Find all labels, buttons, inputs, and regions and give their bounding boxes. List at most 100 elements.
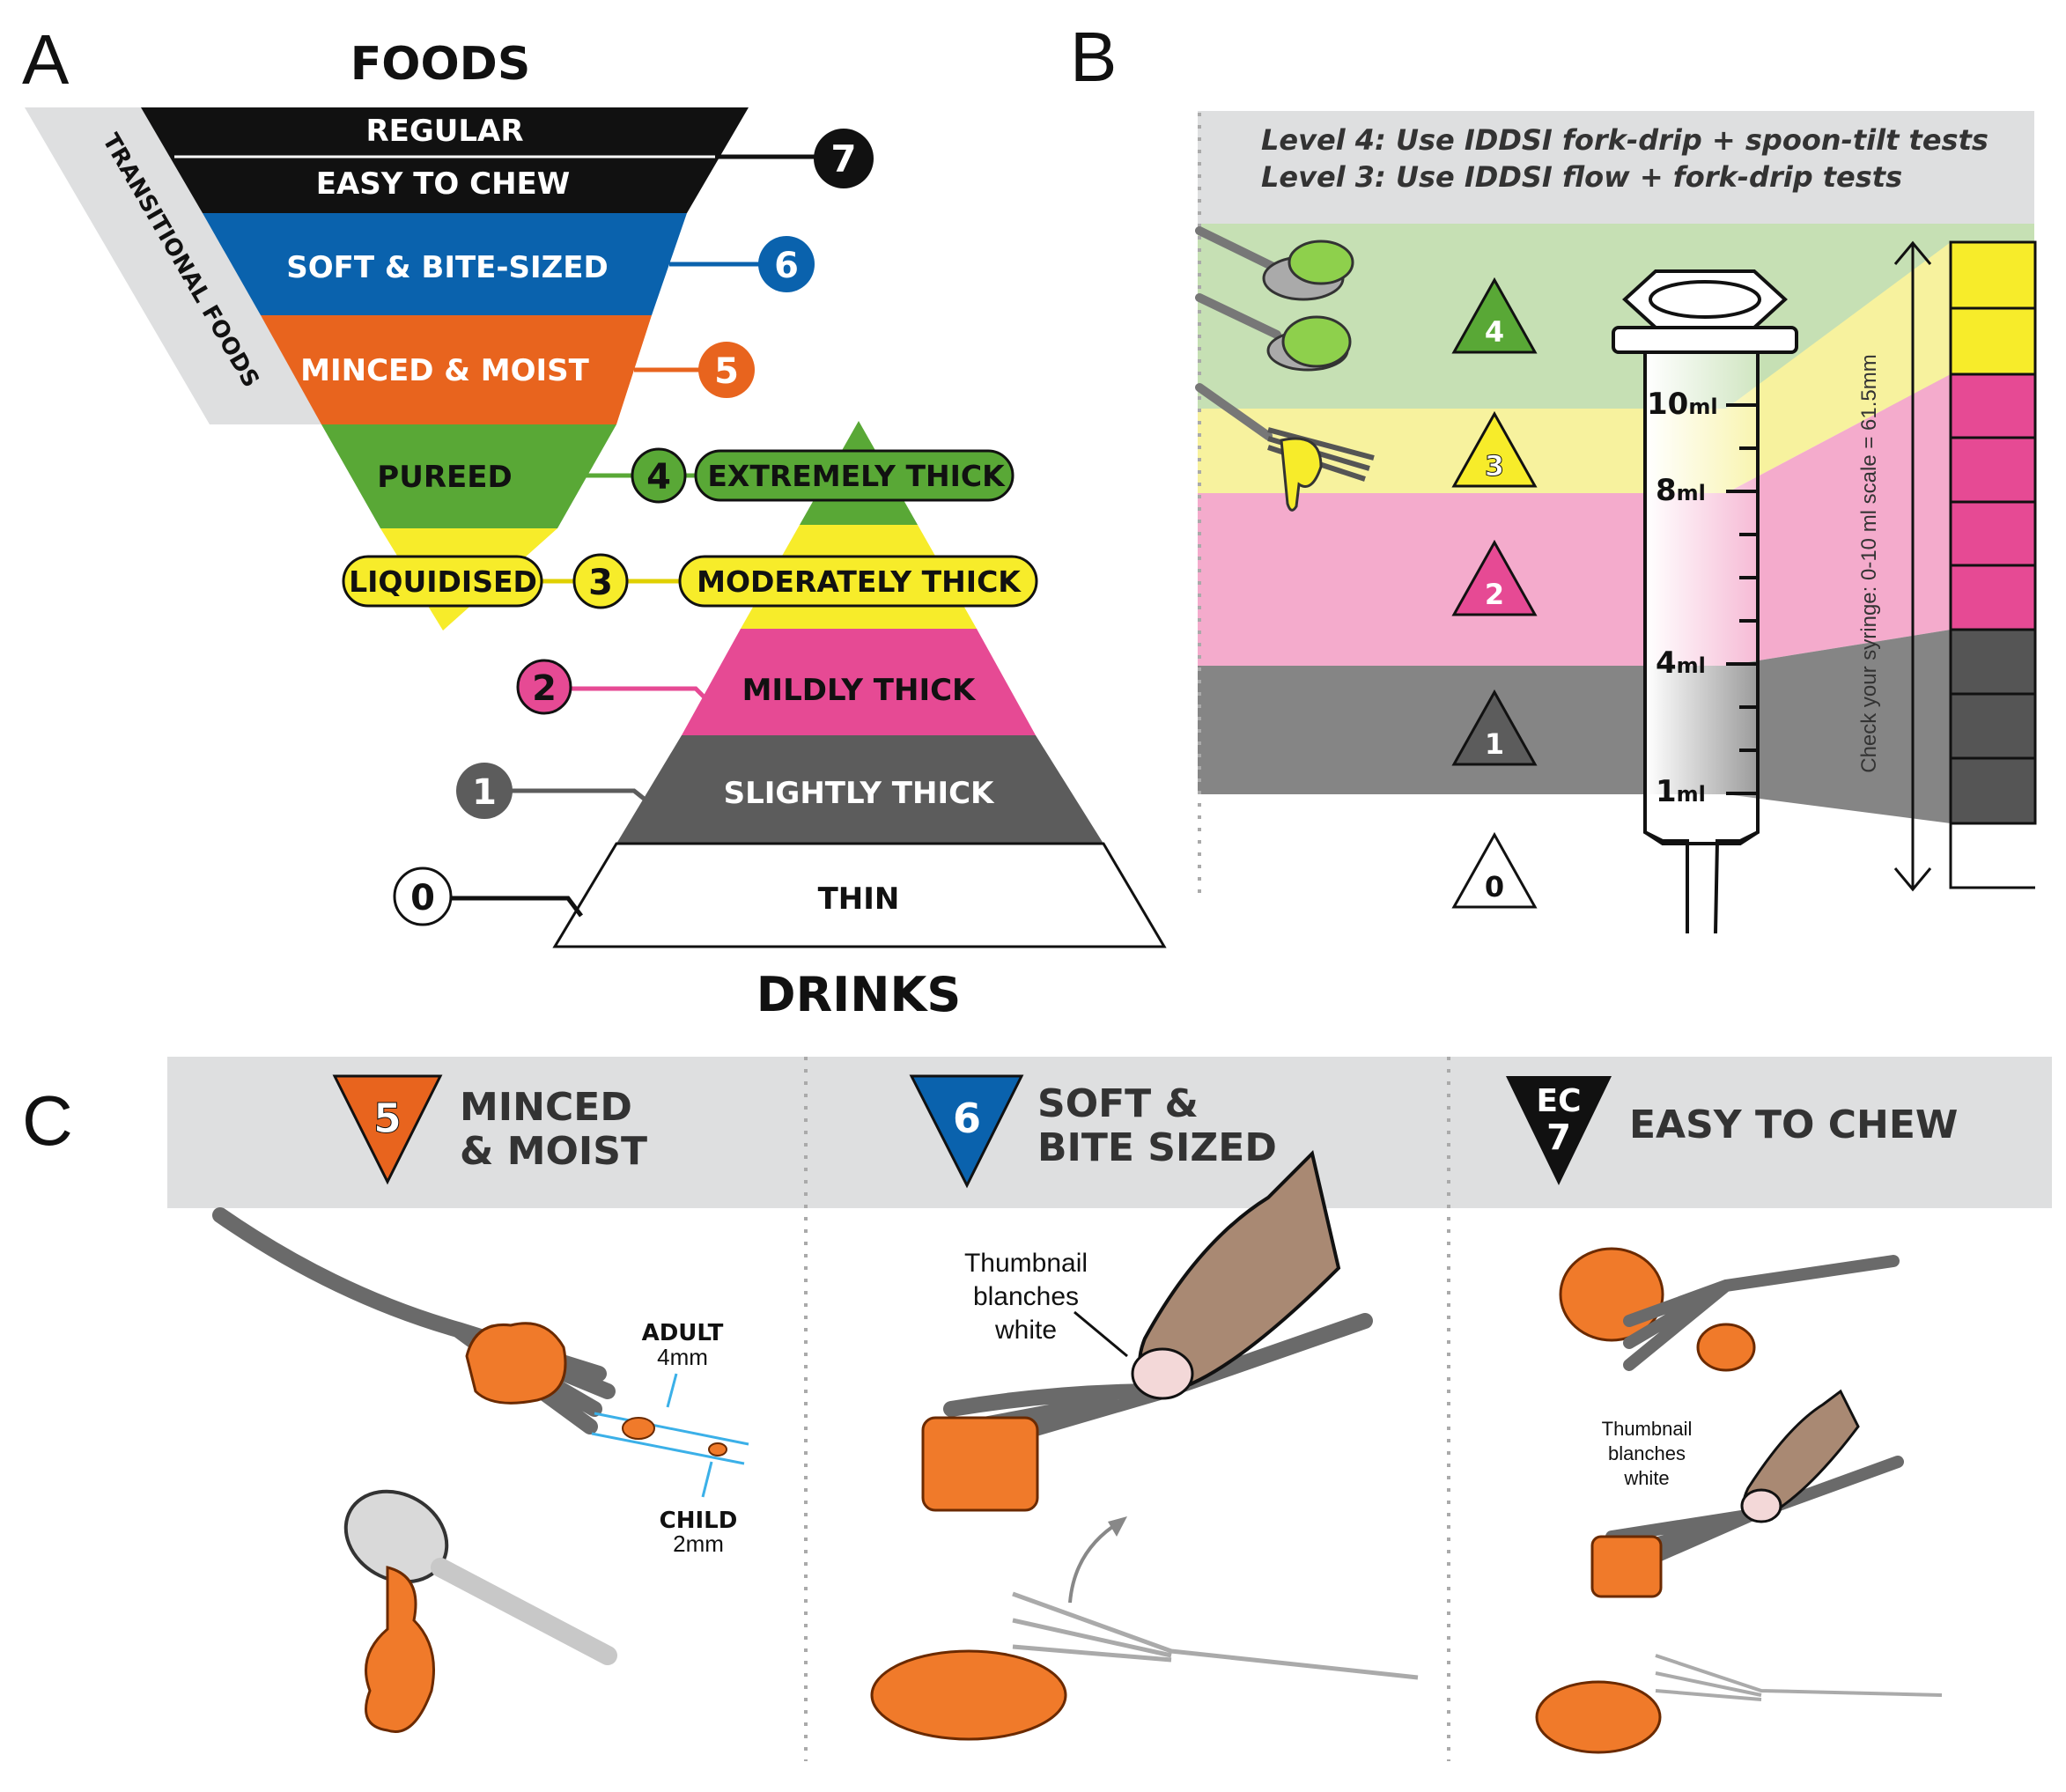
moderately-thick-pill: [678, 555, 1038, 608]
fan-yellow: [1726, 242, 1951, 493]
tri-b-3: [1451, 410, 1538, 488]
extremely-thick-pill: [694, 449, 1015, 502]
syringe: 10ml 8ml 4ml 1ml: [1612, 269, 1798, 934]
label-liquidised: LIQUIDISED: [349, 564, 537, 599]
syringe-cap-ring: [1649, 280, 1761, 319]
panel-c: C 5 MINCED & MOIST 6 SOFT & BITE SIZED E…: [22, 1057, 2052, 1761]
header-line-2: Level 3: Use IDDSI flow + fork-drip test…: [1261, 160, 1902, 194]
col2-note-arrow: [1074, 1310, 1128, 1358]
child-arrow: [701, 1461, 713, 1498]
adult-size: 4mm: [657, 1344, 708, 1370]
level-6-number: 6: [774, 246, 799, 286]
col3-title: EASY TO CHEW: [1629, 1102, 1958, 1147]
mark-8-number: 8ml: [1656, 473, 1706, 508]
leader-2: [568, 686, 713, 706]
scale-arrow-head-top: [1893, 240, 1932, 265]
level-1-number: 1: [472, 772, 497, 813]
panel-c-letter: C: [22, 1081, 73, 1160]
col3-illustration: Thumbnail blanches white: [1535, 1247, 1943, 1754]
spoon-c1-handle: [431, 1558, 617, 1665]
col1-title-line2: & MOIST: [460, 1129, 647, 1174]
level-3-number: 3: [588, 563, 613, 603]
col2-illustration: Thumbnail blanches white: [870, 1150, 1419, 1741]
col2-up-arrow-head: [1108, 1516, 1127, 1537]
level-5-number: 5: [714, 351, 739, 392]
yellow-drip: [1280, 437, 1323, 512]
col2-note-line1: Thumbnail: [964, 1249, 1088, 1278]
level-3-circle: [572, 553, 629, 609]
label-regular: REGULAR: [365, 114, 523, 149]
level-4-circle: [631, 447, 687, 504]
tri-b-4-number: 4: [1485, 315, 1504, 349]
tri-b-2-number: 2: [1485, 578, 1504, 611]
minced-food-1: [465, 1322, 567, 1405]
level-triangles-b: 4 3 2 1 0: [1451, 277, 1538, 909]
child-size: 2mm: [673, 1530, 724, 1557]
size-line-top: [594, 1412, 749, 1446]
minced-falling: [365, 1566, 435, 1733]
squashed-food-3: [1535, 1680, 1662, 1754]
level-0-circle: [393, 867, 453, 926]
fork-2-outline: [1012, 1591, 1419, 1680]
liquidised-pill: [342, 555, 543, 608]
drinks-level-2-band: [682, 629, 1036, 735]
chew-food-piece: [1696, 1323, 1756, 1372]
adult-label: ADULT: [642, 1320, 724, 1346]
adult-arrow: [666, 1373, 678, 1408]
tri-b-1: [1451, 689, 1538, 766]
tri-b-0: [1451, 831, 1538, 909]
fan-pink: [1726, 374, 1951, 666]
scale-white-bottom: [1949, 823, 2035, 889]
level-5-circle: [698, 342, 755, 398]
tri-b-4: [1451, 277, 1538, 354]
spoon-handle-2: [1195, 293, 1281, 339]
col2-note-line2: blanches: [973, 1282, 1079, 1311]
adult-particle: [622, 1417, 655, 1440]
syringe-barrel-fill: [1647, 354, 1756, 830]
panel-b: B Level 4: Use IDDSI fork-drip + spoon-t…: [1070, 18, 2037, 944]
col3-note-line3: white: [1623, 1467, 1669, 1489]
band-level-2: [1198, 493, 1726, 666]
scale-arrow-head-bottom: [1893, 867, 1932, 892]
fork-3-outline: [1655, 1654, 1943, 1701]
fan-dark: [1726, 630, 1951, 823]
header-band: [1198, 111, 2034, 224]
header-line-1: Level 4: Use IDDSI fork-drip + spoon-til…: [1261, 123, 1989, 157]
child-label: CHILD: [660, 1508, 738, 1534]
tri-b-1-number: 1: [1485, 727, 1504, 761]
label-moderately-thick: MODERATELY THICK: [697, 564, 1022, 599]
fork-3-top: [1623, 1255, 1900, 1371]
level-1-circle: [456, 763, 513, 819]
child-particle: [708, 1442, 727, 1456]
thumbnail-2: [1131, 1347, 1194, 1400]
label-minced-moist: MINCED & MOIST: [300, 353, 590, 388]
green-puree-2: [1281, 315, 1352, 368]
col1-title-line1: MINCED: [460, 1085, 632, 1130]
scale-bar: [1949, 240, 2037, 889]
col2-note-line3: white: [994, 1316, 1057, 1345]
mark-10-number: 10ml: [1647, 387, 1718, 422]
badge-6-triangle: [909, 1074, 1024, 1189]
mark-4-number: 4ml: [1656, 645, 1706, 681]
label-soft-bite-sized: SOFT & BITE-SIZED: [286, 250, 608, 285]
level-6-circle: [758, 236, 815, 292]
badge-5-triangle: [332, 1074, 443, 1185]
foods-level-4-band: [321, 424, 616, 528]
level-2-number: 2: [532, 668, 557, 709]
tri-b-3-number: 3: [1485, 449, 1504, 483]
drinks-level-1-band: [616, 735, 1103, 844]
col3-note-line1: Thumbnail: [1602, 1418, 1693, 1440]
badge-ec7-line2: 7: [1546, 1117, 1571, 1158]
green-puree-1: [1288, 240, 1354, 285]
badge-6-number: 6: [953, 1095, 981, 1142]
leader-1: [511, 788, 649, 803]
panel-b-letter: B: [1070, 18, 1117, 96]
syringe-plunger-top: [1612, 326, 1798, 354]
badge-ec7-triangle: [1506, 1076, 1612, 1185]
label-extremely-thick: EXTREMELY THICK: [707, 459, 1006, 493]
drinks-title: DRINKS: [756, 967, 961, 1022]
thumbnail-3: [1740, 1488, 1782, 1523]
syringe-barrel-outline: [1643, 352, 1760, 845]
foods-level-5-band: [261, 315, 652, 424]
band-level-1: [1198, 666, 1726, 794]
